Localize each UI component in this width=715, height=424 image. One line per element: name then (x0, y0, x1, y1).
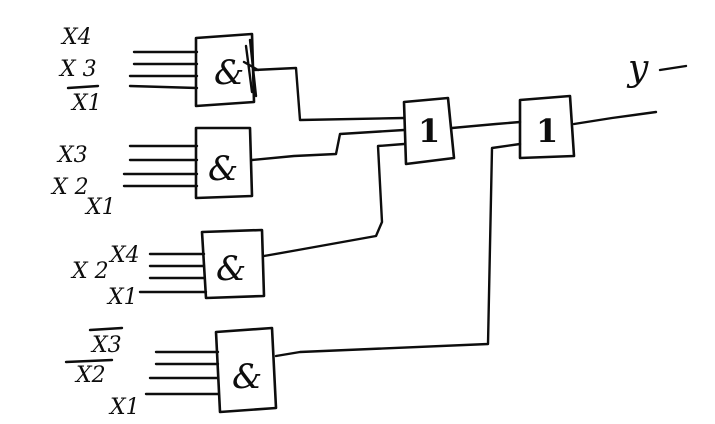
or-gate-2-box (518, 94, 576, 160)
wire-and2-or1 (250, 128, 406, 162)
negation-bar-x1-g1 (66, 84, 100, 90)
wire-and4-or2 (274, 142, 522, 358)
and-gate-2-symbol: & (208, 149, 238, 189)
and-gate-4-box (214, 326, 278, 414)
input-label-x4-g1: X4 (60, 25, 92, 50)
input-label-x4-g3: X4 (108, 243, 140, 268)
input-label-x2-g2: X 2 (50, 175, 89, 200)
and-gate-1: & (194, 32, 260, 108)
and-gate-1-box (194, 32, 256, 108)
and-gate-3-symbol: & (216, 249, 246, 289)
input-label-x1-g1: X1 (70, 91, 102, 116)
wires (250, 66, 658, 358)
input-label-x3-g1: X 3 (58, 57, 97, 82)
wire-or1-or2 (450, 120, 522, 130)
and-gate-3: & (200, 228, 266, 300)
and-gate-4-inputs (144, 350, 220, 396)
or-gate-2-symbol: 1 (536, 112, 558, 150)
and-gate-2: & (194, 126, 254, 200)
input-label-x1-g3: X1 (106, 285, 138, 310)
or-gate-2: 1 (518, 94, 576, 160)
and-gate-3-box (200, 228, 266, 300)
output-label-y: y (626, 48, 649, 89)
and-gate-4-symbol: & (232, 357, 262, 397)
or-gate-1-box (402, 96, 456, 166)
wire-or2-output (572, 110, 658, 126)
or-gate-1-symbol: 1 (418, 112, 440, 150)
input-label-x1-g4: X1 (108, 395, 140, 420)
and-gate-2-inputs (122, 144, 199, 188)
input-label-x2-g3: X 2 (70, 259, 109, 284)
negation-bar-x2-g4 (64, 358, 114, 364)
output-label-tail (658, 64, 688, 72)
and-gate-1-symbol: & (214, 53, 244, 93)
and-gate-4: & (214, 326, 278, 414)
input-label-x2-g4: X2 (74, 363, 106, 388)
and-gate-1-scribble (242, 38, 260, 98)
input-label-x1-g2: X1 (84, 195, 116, 220)
negation-bar-x3-g4 (88, 326, 124, 332)
or-gate-1: 1 (402, 96, 456, 166)
input-label-x3-g2: X3 (56, 143, 88, 168)
and-gate-3-inputs (138, 252, 208, 294)
and-gate-1-inputs (128, 50, 199, 90)
wire-and1-or1 (252, 66, 406, 122)
input-label-x3-g4: X3 (90, 333, 122, 358)
wire-and3-or1 (262, 142, 406, 258)
